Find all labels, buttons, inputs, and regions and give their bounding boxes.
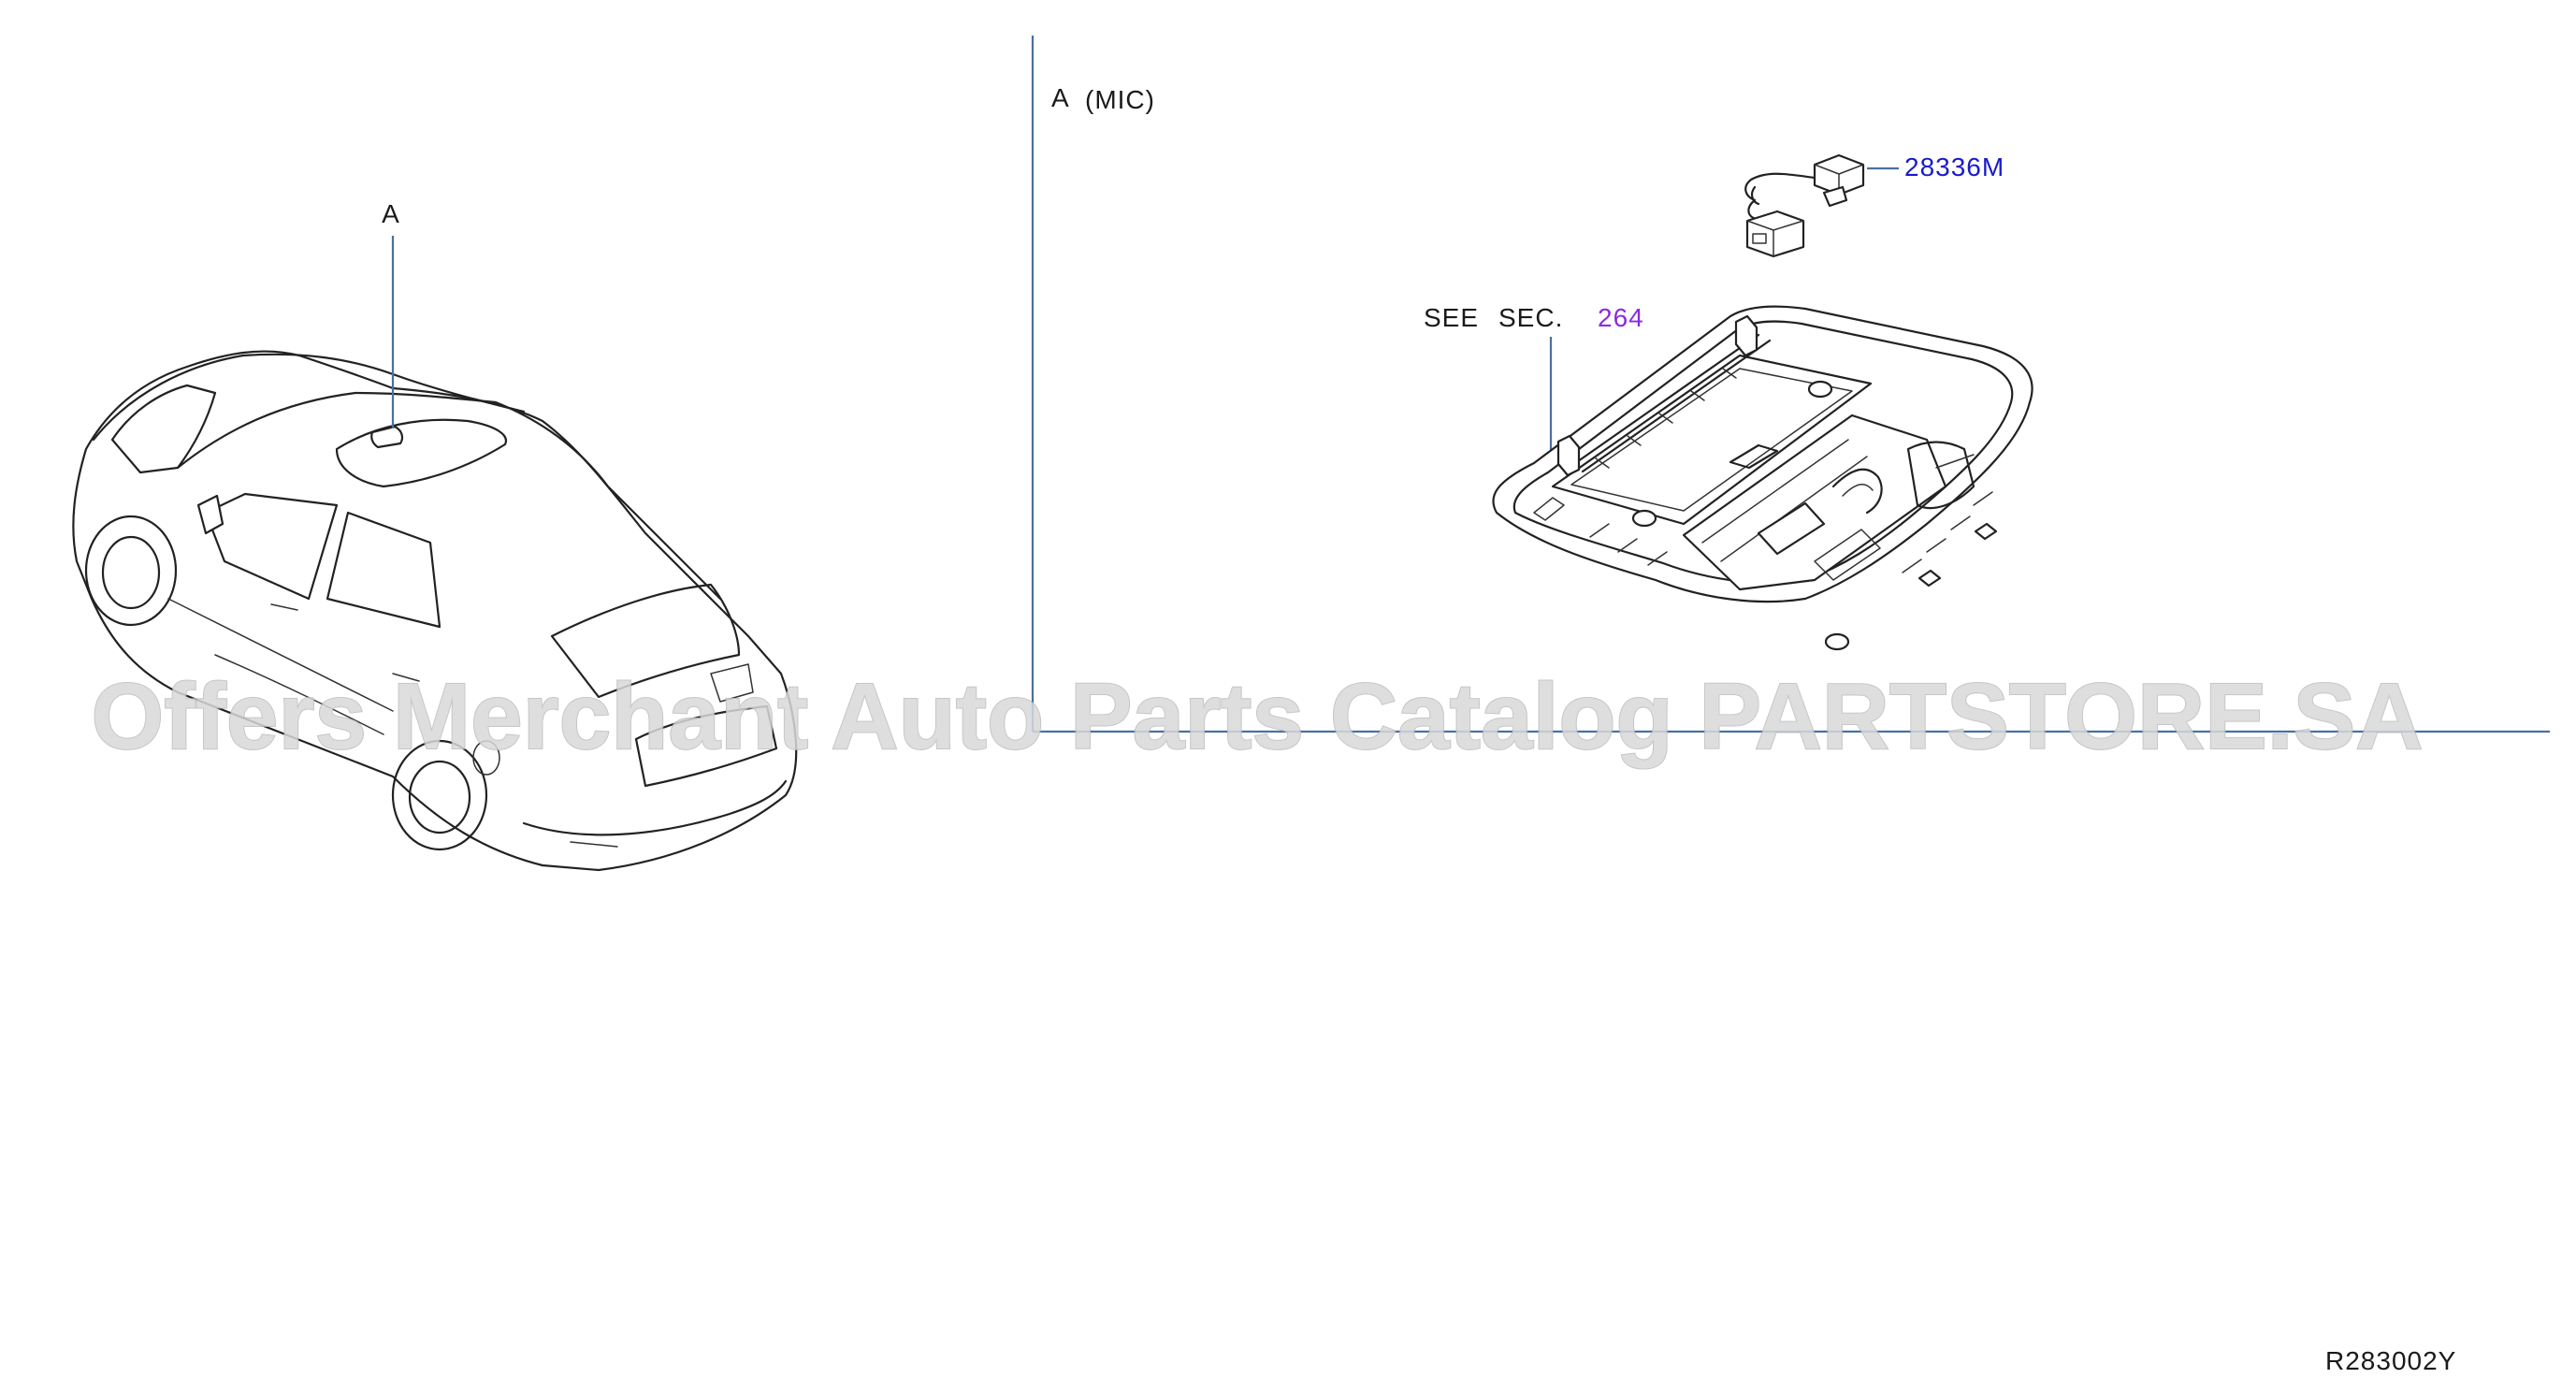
sunroof (335, 418, 508, 488)
part-number-28336m[interactable]: 28336M (1904, 152, 2004, 181)
section-number-link[interactable]: 264 (1598, 303, 1644, 332)
diagram-code: R283002Y (2325, 1346, 2456, 1375)
section-see-label: SEE (1424, 303, 1479, 332)
microphone-icon (1744, 153, 1865, 258)
detail-a-title: (MIC) (1085, 85, 1155, 114)
microphone-icon (370, 425, 404, 449)
detail-a-letter: A (1051, 83, 1070, 112)
watermark-text: Offers Merchant Auto Parts Catalog PARTS… (92, 664, 2424, 769)
section-sec-label: SEC. (1498, 303, 1563, 332)
overhead-console-icon (1492, 305, 2033, 651)
callout-a-label: A (382, 199, 400, 228)
suv-outline-icon (72, 350, 798, 872)
